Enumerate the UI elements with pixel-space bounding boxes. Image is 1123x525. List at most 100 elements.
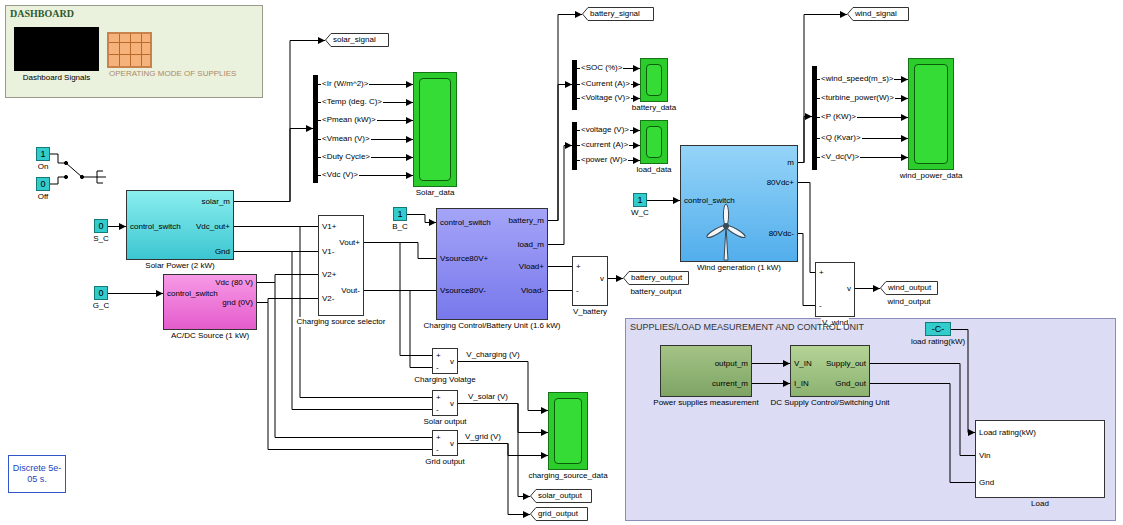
signal-line [798, 117, 812, 163]
physical-wire [364, 243, 432, 356]
port-label: control_switch [440, 218, 491, 228]
signal-name: <P (KW)> [820, 112, 857, 122]
goto-tag: battery_signal [582, 7, 654, 21]
constant-block: 1W_C [633, 193, 647, 207]
signal-line [234, 41, 325, 202]
block-label: battery_output [629, 287, 682, 297]
port-label: V_IN [794, 359, 812, 369]
selector-block: V1+V1-V2+V2-Vout+Vout-Charging source se… [318, 215, 364, 316]
scope-block: Solar_data [413, 72, 457, 187]
constant-block: 0G_C [94, 286, 108, 300]
port-label: v [450, 357, 454, 367]
port-label: - [819, 301, 822, 311]
bus-selector: <wind_speed(m_s)><turbine_power(W)><P (K… [812, 66, 817, 170]
physical-wire [798, 183, 815, 273]
port-label: + [819, 268, 824, 278]
signal-name: <Duty Cycle> [321, 152, 371, 162]
block-label: B_C [391, 222, 409, 232]
block-label: 0 [98, 221, 103, 231]
scope-screen [554, 398, 582, 464]
constant-block: 0Off [36, 177, 50, 191]
terminator-symbol [97, 171, 106, 183]
port-label: V2+ [322, 270, 336, 280]
port-label: - [436, 445, 439, 455]
block-label: 0 [98, 288, 103, 298]
constant-block: 0S_C [94, 219, 108, 233]
block-label: 1 [397, 209, 402, 219]
signal-line [458, 444, 548, 456]
port-label: control_switch [684, 196, 735, 206]
port-label: Gnd [979, 478, 994, 488]
block-label: wind_output [888, 283, 931, 293]
goto-tag: wind_outputwind_output [880, 281, 938, 295]
goto-tag: solar_signal [325, 33, 389, 47]
port-label: v [600, 274, 604, 284]
display-block: Dashboard Signals [14, 27, 99, 71]
block-label: Solar_data [415, 188, 456, 198]
signal-line [458, 404, 530, 497]
port-label: Vout+ [339, 238, 360, 248]
port-label: + [436, 351, 441, 361]
scope-block: load_data [640, 120, 668, 164]
port-label: Vout- [341, 286, 360, 296]
block-label: 1 [40, 149, 45, 159]
voltage-sensor: +-vV_battery [572, 256, 608, 306]
signal-line [108, 293, 163, 294]
signal-line [548, 146, 572, 245]
mode-indicator: OPERATING MODE OF SUPPLIES [107, 32, 152, 68]
port-label: V1+ [322, 222, 336, 232]
voltage-sensor: +-vV_wind [815, 262, 855, 317]
signal-name: <Vmean (V)> [321, 134, 371, 144]
goto-tag: wind_signal [847, 7, 909, 21]
constant-block: 1On [36, 147, 50, 161]
port-label: - [576, 286, 579, 296]
goto-tag: battery_outputbattery_output [623, 271, 689, 285]
block-label: load rating(kW) [910, 337, 966, 347]
goto-tag: solar_output [530, 489, 592, 503]
port-label: - [436, 363, 439, 373]
port-label: v [450, 399, 454, 409]
block-label: grid_output [538, 509, 578, 519]
load-block: Load rating(kW)VinGndLoad [975, 420, 1105, 498]
port-label: v [450, 439, 454, 449]
block-label: battery_output [631, 273, 682, 283]
block-label: 1 [637, 195, 642, 205]
signal-name: <Ir (W/m^2)> [321, 79, 369, 89]
signal-name: <Current (A)> [580, 79, 631, 89]
block-label: solar_output [538, 491, 582, 501]
block-label: Charging source selector [296, 317, 387, 327]
port-label: Vin [979, 451, 990, 461]
wind-subsystem: control_switchm80Vdc+80Vdc-Wind generati… [680, 145, 798, 262]
signal-name: <turbine_power(W)> [820, 93, 895, 103]
scope-screen [646, 64, 662, 96]
physical-wire [234, 252, 432, 410]
port-label: 80Vdc- [769, 229, 794, 239]
physical-wire [548, 266, 572, 267]
block-label: AC/DC Source (1 kW) [170, 331, 250, 341]
block-label: Wind generation (1 kW) [696, 263, 782, 273]
scope-block: wind_power_data [908, 58, 954, 170]
physical-wire [870, 364, 975, 456]
signal-label: V_charging (V) [465, 350, 520, 360]
panel-title: SUPPLIES/LOAD MEASUREMENT AND CONTROL UN… [630, 321, 864, 333]
port-label: output_m [715, 359, 748, 369]
block-label: battery_data [631, 103, 677, 113]
signal-line [608, 278, 623, 279]
physical-wire [548, 290, 572, 291]
scope-block: battery_data [640, 58, 668, 102]
port-label: Vdc_out+ [196, 222, 230, 232]
block-label: Load [1030, 499, 1050, 509]
block-label: -C- [932, 324, 945, 334]
block-label: Discrete 5e-05 s. [9, 463, 65, 485]
port-label: v [847, 284, 851, 294]
solar-subsystem: control_switchsolar_mVdc_out+GndSolar Po… [126, 190, 234, 260]
port-label: Vsource80V+ [440, 254, 488, 264]
block-label: wind_signal [855, 9, 897, 19]
port-label: Gnd_out [835, 379, 866, 389]
block-label: Solar output [422, 417, 467, 427]
block-label: Dashboard Signals [22, 73, 92, 83]
port-label: current_m [712, 379, 748, 389]
block-label: Grid output [424, 457, 466, 467]
block-label: Off [37, 192, 50, 202]
block-label: solar_signal [333, 35, 376, 45]
